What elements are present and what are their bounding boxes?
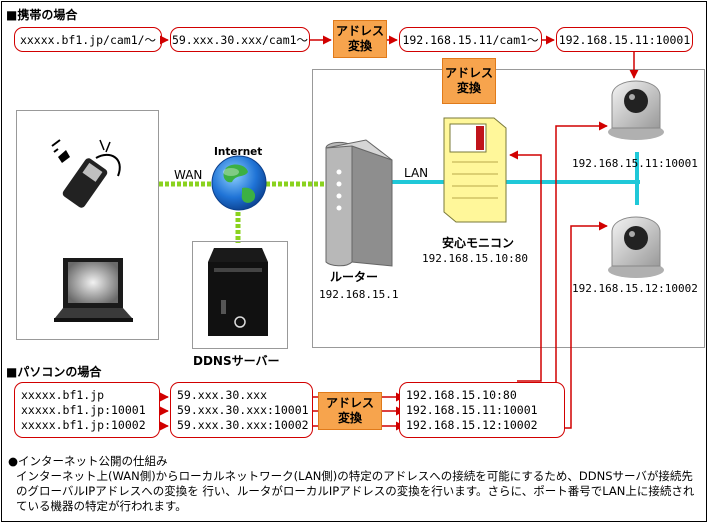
monitor-ip: 192.168.15.10:80	[422, 252, 528, 265]
pc-domain-1: xxxxx.bf1.jp	[21, 387, 105, 402]
mobile-url-target: 192.168.15.11:10001	[556, 27, 693, 52]
pc-global-2: 59.xxx.30.xxx:10001	[177, 402, 309, 417]
pc-address-convert: アドレス 変換	[318, 392, 382, 430]
monitor-label: 安心モニコン	[442, 236, 515, 250]
mobile-phone-icon	[51, 139, 121, 208]
pc-local-2: 192.168.15.11:10001	[406, 402, 538, 417]
router-address-convert: アドレス 変換	[442, 58, 496, 104]
camera2-ip: 192.168.15.12:10002	[572, 282, 698, 295]
router-label: ルーター	[330, 270, 379, 284]
internet-label: Internet	[214, 146, 263, 158]
monitor-device-icon	[443, 117, 507, 223]
camera1-ip: 192.168.15.11:10001	[572, 157, 698, 170]
ddns-server-icon	[208, 248, 268, 336]
mobile-url-camera: xxxxx.bf1.jp/cam1/～	[14, 27, 162, 52]
wan-link	[159, 181, 325, 243]
pc-convert-line1: アドレス	[325, 396, 374, 410]
router-icon	[325, 139, 393, 267]
mobile-url-global: 59.xxx.30.xxx/cam1～	[170, 27, 310, 52]
lan-link	[392, 152, 640, 205]
internet-globe-icon	[211, 155, 267, 211]
mobile-case-heading: ■携帯の場合	[6, 8, 78, 22]
wan-label: WAN	[174, 168, 203, 182]
pc-local-3: 192.168.15.12:10002	[406, 417, 538, 432]
mobile-chain-arrows	[159, 35, 639, 79]
pc-globals-box: 59.xxx.30.xxx 59.xxx.30.xxx:10001 59.xxx…	[170, 382, 313, 438]
pc-domain-3: xxxxx.bf1.jp:10002	[21, 417, 146, 432]
pc-domains-box: xxxxx.bf1.jp xxxxx.bf1.jp:10001 xxxxx.bf…	[14, 382, 160, 438]
pc-local-1: 192.168.15.10:80	[406, 387, 517, 402]
explanation-note: ●インターネット公開の仕組み インターネット上(WAN側)からローカルネットワー…	[8, 454, 704, 514]
laptop-icon	[54, 258, 133, 322]
pc-locals-box: 192.168.15.10:80 192.168.15.11:10001 192…	[399, 382, 565, 438]
pc-global-1: 59.xxx.30.xxx	[177, 387, 268, 402]
pc-global-3: 59.xxx.30.xxx:10002	[177, 417, 309, 432]
camera1-icon	[608, 80, 664, 140]
note-title: ●インターネット公開の仕組み	[8, 454, 168, 468]
mobile-url-local: 192.168.15.11/cam1～	[399, 27, 542, 52]
mobile-convert-line2: 変換	[347, 39, 372, 53]
note-body: インターネット上(WAN側)からローカルネットワーク(LAN側)の特定のアドレス…	[16, 469, 695, 513]
pc-domain-2: xxxxx.bf1.jp:10001	[21, 402, 146, 417]
router-ip: 192.168.15.1	[319, 288, 399, 301]
router-convert-line1: アドレス	[444, 66, 493, 80]
mobile-convert-line1: アドレス	[335, 24, 384, 38]
pc-convert-line2: 変換	[337, 411, 362, 425]
pc-case-heading: ■パソコンの場合	[6, 365, 102, 379]
camera2-icon	[608, 216, 664, 278]
mobile-address-convert: アドレス 変換	[333, 20, 387, 58]
ddns-label: DDNSサーバー	[193, 354, 280, 368]
lan-label: LAN	[404, 166, 429, 180]
router-convert-line2: 変換	[456, 81, 481, 95]
